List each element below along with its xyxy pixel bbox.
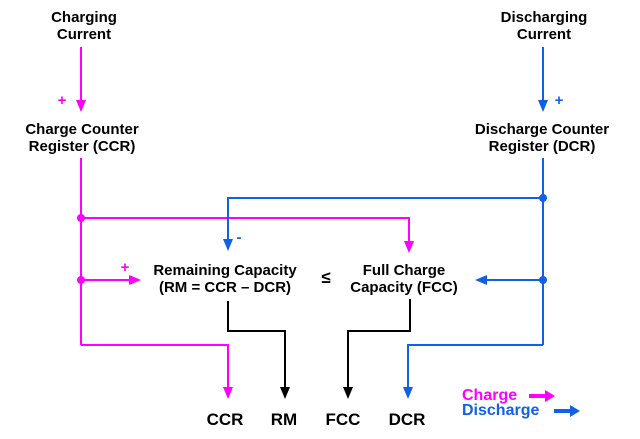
full-charge-capacity-label: Full Charge Capacity (FCC) <box>350 262 458 296</box>
legend-discharge-label: Discharge <box>462 402 540 419</box>
charge-arrow-icon <box>529 390 555 402</box>
discharge-arrow-icon <box>554 405 580 417</box>
charge-junction-dot-lower <box>77 276 85 284</box>
output-rm-label: RM <box>270 410 298 429</box>
discharge-junction-dot-upper <box>539 194 547 202</box>
discharge-counter-register-label: Discharge Counter Register (DCR) <box>474 121 610 155</box>
output-fcc-label: FCC <box>325 410 361 429</box>
remaining-minus-sign: - <box>236 229 242 246</box>
output-ccr-label: CCR <box>206 410 244 429</box>
comparator-symbol: ≤ <box>321 268 331 287</box>
remaining-capacity-label: Remaining Capacity (RM = CCR – DCR) <box>153 262 297 296</box>
legend-charge-label: Charge <box>462 387 518 404</box>
ccr-output-arrow <box>81 344 233 399</box>
charge-to-fcc-arrow <box>81 217 414 253</box>
charging-plus-sign: + <box>57 92 67 109</box>
discharging-current-label: Discharging Current <box>500 9 588 43</box>
charging-current-label: Charging Current <box>51 9 117 43</box>
discharging-plus-sign: + <box>554 92 564 109</box>
rm-output-arrow <box>227 301 290 399</box>
remaining-plus-sign: + <box>120 259 130 276</box>
discharge-to-rm-arrow <box>223 197 543 251</box>
fcc-output-arrow <box>343 299 411 399</box>
output-dcr-label: DCR <box>388 410 426 429</box>
charge-counter-register-label: Charge Counter Register (CCR) <box>25 121 139 155</box>
discharge-junction-dot-lower <box>539 276 547 284</box>
dcr-output-arrow <box>403 344 543 399</box>
charge-junction-dot-upper <box>77 214 85 222</box>
legend-discharge: Discharge <box>462 403 539 419</box>
legend-charge: Charge <box>462 388 517 404</box>
